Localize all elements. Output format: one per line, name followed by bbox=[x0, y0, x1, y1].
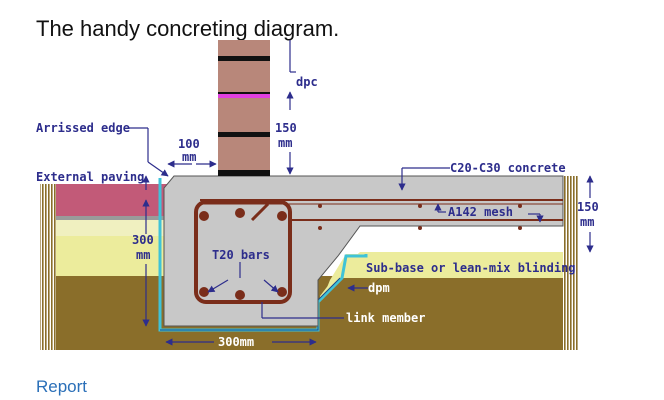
label-mm-a: mm bbox=[182, 150, 196, 164]
brick-wall bbox=[218, 40, 270, 176]
label-mm-b: mm bbox=[278, 136, 292, 150]
dpc-layer bbox=[218, 94, 270, 98]
hatch-right bbox=[563, 176, 579, 350]
t20-bars bbox=[199, 208, 287, 300]
label-dpc: dpc bbox=[296, 75, 318, 89]
label-link-member: link member bbox=[346, 311, 425, 325]
label-dpm: dpm bbox=[368, 281, 390, 295]
label-mm-d: mm bbox=[136, 248, 150, 262]
link-member bbox=[194, 200, 292, 304]
label-300mm: 300mm bbox=[218, 335, 254, 349]
label-external-paving: External paving bbox=[36, 170, 144, 184]
label-mm-c: mm bbox=[580, 215, 594, 229]
report-link[interactable]: Report bbox=[36, 377, 88, 396]
page-title: The handy concreting diagram. bbox=[36, 16, 340, 41]
label-sub-base: Sub-base or lean-mix blinding bbox=[366, 261, 576, 275]
label-150-right: 150 bbox=[577, 200, 599, 214]
label-300: 300 bbox=[132, 233, 154, 247]
label-a142-mesh: A142 mesh bbox=[448, 205, 513, 219]
label-150-top: 150 bbox=[275, 121, 297, 135]
hatch-left bbox=[40, 184, 56, 350]
label-100: 100 bbox=[178, 137, 200, 151]
sub-base-slope bbox=[322, 254, 578, 300]
sub-base-layer-left bbox=[40, 236, 182, 276]
label-concrete: C20-C30 concrete bbox=[450, 161, 566, 175]
external-paving bbox=[40, 184, 170, 216]
label-arrissed-edge: Arrissed edge bbox=[36, 121, 130, 135]
label-t20-bars: T20 bars bbox=[212, 248, 270, 262]
